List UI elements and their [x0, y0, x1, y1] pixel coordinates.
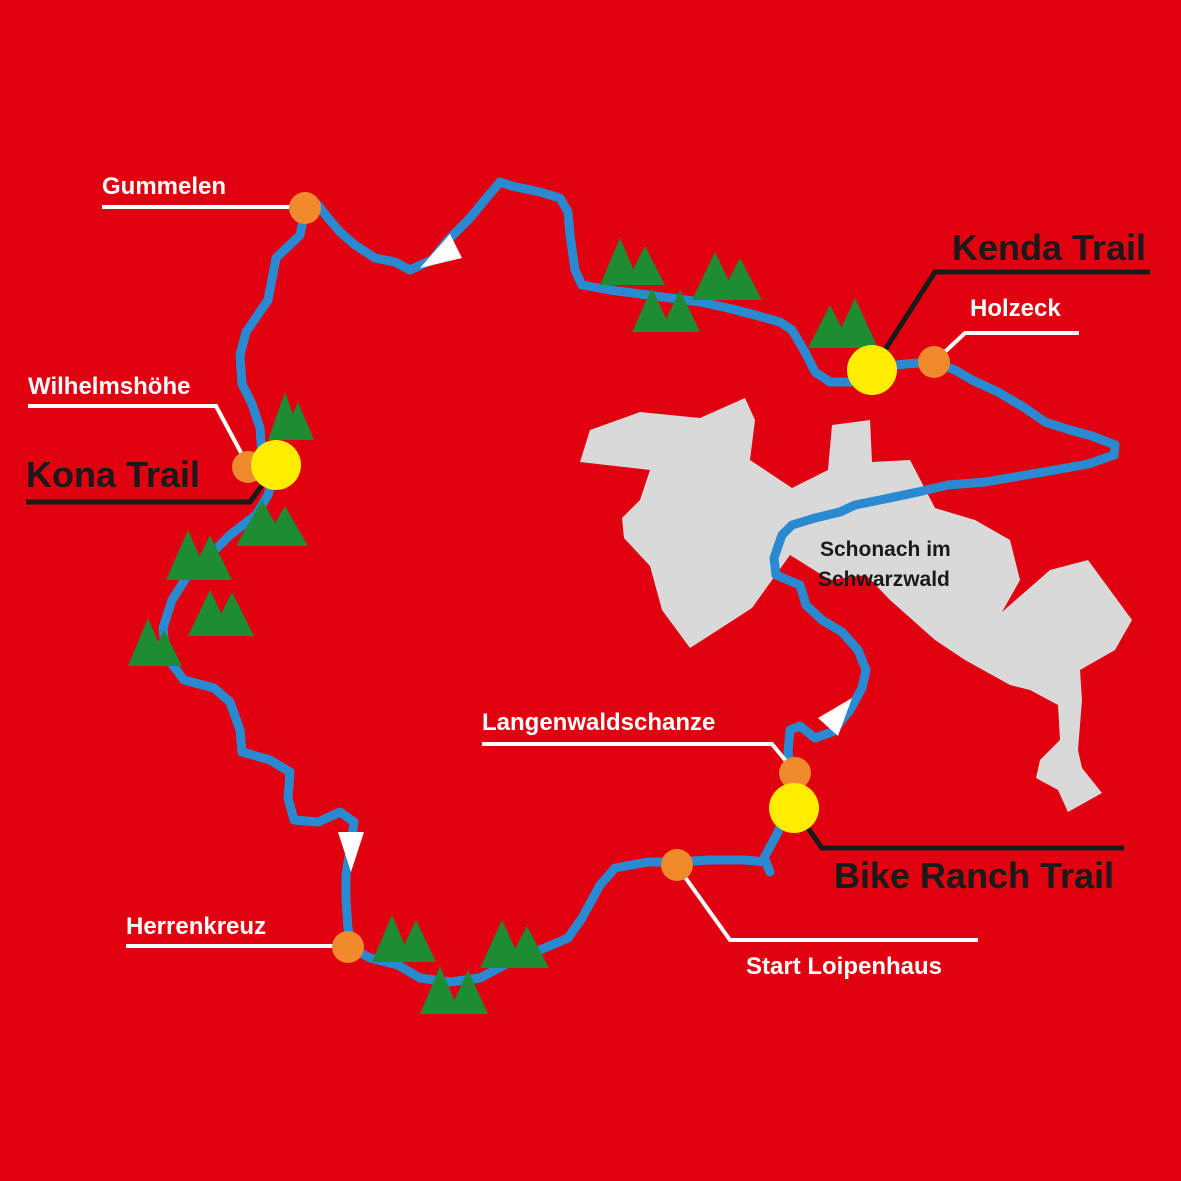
tree-cluster-icon [420, 966, 488, 1014]
poi-marker-icon [332, 931, 364, 963]
tree-cluster-icon [372, 915, 436, 962]
tree-cluster-icon [632, 288, 700, 332]
wilhelmshoehe-label: Wilhelmshöhe [28, 373, 190, 400]
kenda-trail-leader [869, 269, 1150, 372]
wilhelmshoehe-leader [28, 404, 248, 463]
forest-icons [128, 238, 878, 1014]
langenwaldschanze-label: Langenwaldschanze [482, 709, 715, 736]
tree-cluster-icon [692, 252, 762, 300]
kenda-trail-label: Kenda Trail [952, 227, 1146, 268]
trail-marker-icon [251, 440, 301, 490]
tree-cluster-icon [600, 238, 665, 285]
herrenkreuz-label: Herrenkreuz [126, 913, 266, 940]
holzeck-label: Holzeck [970, 295, 1061, 322]
poi-marker-icon [918, 346, 950, 378]
start-loipenhaus-leader [675, 864, 978, 942]
kona-trail-label: Kona Trail [26, 454, 200, 495]
tree-cluster-icon [236, 500, 308, 546]
tree-cluster-icon [188, 590, 254, 636]
bike-ranch-trail-label: Bike Ranch Trail [834, 855, 1114, 896]
poi-marker-icon [779, 757, 811, 789]
poi-marker-icon [289, 192, 321, 224]
direction-arrow-icon [818, 698, 852, 736]
tree-cluster-icon [128, 618, 182, 666]
town-name-line1: Schonach im [820, 538, 951, 561]
tree-cluster-icon [268, 392, 314, 440]
direction-arrow-icon [420, 234, 462, 268]
tree-cluster-icon [480, 920, 549, 968]
direction-arrow-icon [338, 832, 364, 872]
trail-marker-icon [769, 783, 819, 833]
town-name-line2: Schwarzwald [818, 568, 950, 591]
trail-marker-icon [847, 345, 897, 395]
gummelen-label: Gummelen [102, 173, 226, 200]
tree-cluster-icon [166, 530, 232, 580]
poi-marker-icon [661, 849, 693, 881]
start-loipenhaus-label: Start Loipenhaus [746, 953, 942, 980]
tree-cluster-icon [808, 298, 878, 348]
town-area [580, 398, 1132, 812]
